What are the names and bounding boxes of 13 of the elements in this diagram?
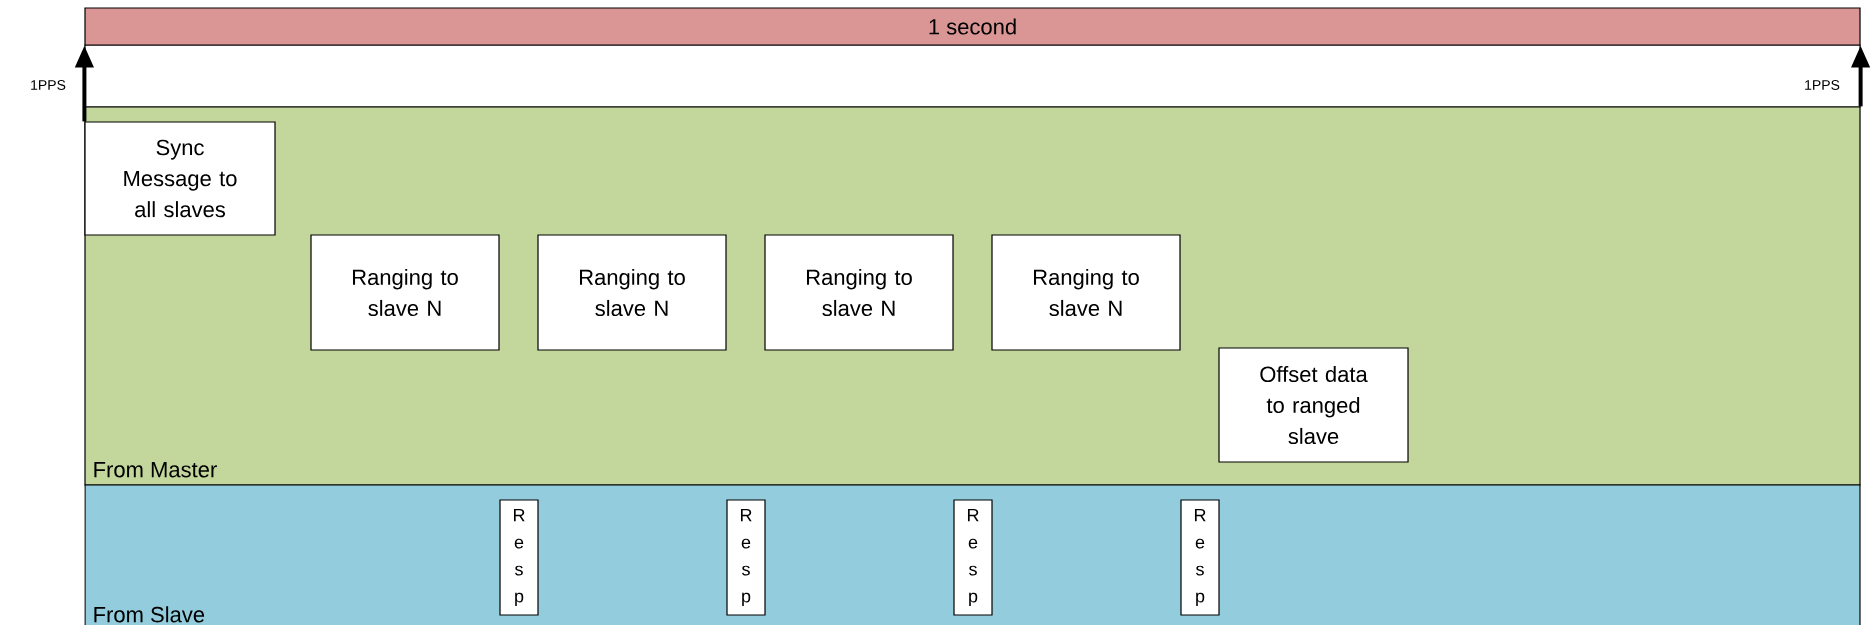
timeline-bar: 1 second: [84, 7, 1861, 46]
message-box: Offset data to ranged slave: [1218, 347, 1409, 463]
response-box: Resp: [726, 499, 766, 616]
edge-label: 1PPS: [1805, 80, 1840, 90]
response-box: Resp: [953, 499, 993, 616]
message-box: Ranging to slave N: [310, 234, 500, 351]
response-box: Resp: [1180, 499, 1220, 616]
message-box: Ranging to slave N: [537, 234, 727, 351]
message-box: Sync Message to all slaves: [84, 121, 276, 236]
message-box: Ranging to slave N: [991, 234, 1181, 351]
edge-label: 1PPS: [31, 80, 66, 90]
message-box: Ranging to slave N: [764, 234, 954, 351]
response-box: Resp: [499, 499, 539, 616]
